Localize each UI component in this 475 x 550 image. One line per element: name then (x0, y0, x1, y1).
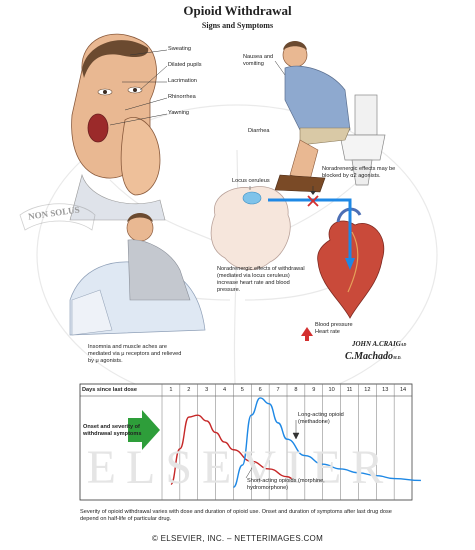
chart-day-label: 3 (205, 387, 209, 393)
chart-xlabel: Days since last dose (82, 387, 138, 393)
toilet-man-illustration (274, 41, 386, 193)
watermark-ribbon (19, 203, 96, 231)
up-arrow-icon (301, 327, 313, 341)
noradrenergic-pathway (268, 186, 355, 270)
chart-pointers (245, 420, 300, 479)
page-title: Opioid Withdrawal (183, 3, 292, 18)
chart-series-long-label: Long-acting opioid (methadone) (298, 412, 344, 425)
chart-day-label: 10 (328, 387, 335, 393)
chart-day-label: 8 (294, 387, 298, 393)
signature-machado: C.MachadoM.D. (345, 351, 402, 362)
label-locus-ceruleus: Locus ceruleus (232, 178, 270, 184)
onset-arrow-icon (128, 410, 160, 450)
chart-day-label: 11 (346, 387, 353, 393)
chart-day-label: 13 (382, 387, 389, 393)
chart-day-label: 14 (399, 387, 407, 393)
chart-day-label: 6 (258, 387, 262, 393)
series-short-acting-line (170, 414, 296, 486)
label-diarrhea: Diarrhea (248, 128, 270, 134)
label-noradrenergic-effects: Noradrenergic effects of withdrawal (med… (217, 266, 305, 293)
chart-day-label: 4 (222, 387, 227, 393)
yawning-man-illustration (69, 33, 166, 221)
brain-illustration (210, 186, 291, 271)
chart-series-short-label: Short-acting opioids (morphine, hydromor… (247, 478, 325, 491)
page-subtitle: Signs and Symptoms (201, 21, 274, 30)
chart-day-label: 1 (169, 387, 173, 393)
withdrawal-chart-lines (170, 397, 421, 488)
figure-caption: Severity of opioid withdrawal varies wit… (80, 509, 392, 522)
chart-ylabel: Onset and severity of withdrawal symptom… (83, 424, 142, 437)
leader-lines (109, 49, 286, 190)
label-rhinorrhea: Rhinorrhea (168, 94, 196, 100)
chart-day-label: 12 (364, 387, 371, 393)
label-lacrimation: Lacrimation (168, 78, 197, 84)
chart-day-label: 7 (276, 387, 280, 393)
label-heart-rate: Heart rate (315, 329, 340, 335)
bed-man-illustration (69, 213, 206, 336)
label-yawning: Yawning (168, 110, 190, 116)
label-blocked-note: Noradrenergic effects may be blocked by … (322, 166, 396, 179)
label-sweating: Sweating (168, 46, 192, 52)
label-blood-pressure: Blood pressure (315, 322, 353, 328)
chart-day-label: 2 (187, 387, 191, 393)
heart-illustration (317, 207, 385, 319)
chart-day-label: 9 (312, 387, 316, 393)
label-nausea: Nausea and vomiting (243, 54, 274, 67)
signature-craig: JOHN A.CRAIGAD (352, 340, 407, 348)
chart-day-label: 5 (240, 387, 244, 393)
label-insomnia: Insomnia and muscle aches are mediated v… (88, 344, 182, 364)
watermark-publisher: ELSEVIER (86, 441, 394, 494)
label-dilated-pupils: Dilated pupils (168, 62, 202, 68)
series-long-acting-line (233, 397, 421, 488)
copyright-footer: © ELSEVIER, INC. – NETTERIMAGES.COM (151, 534, 324, 543)
